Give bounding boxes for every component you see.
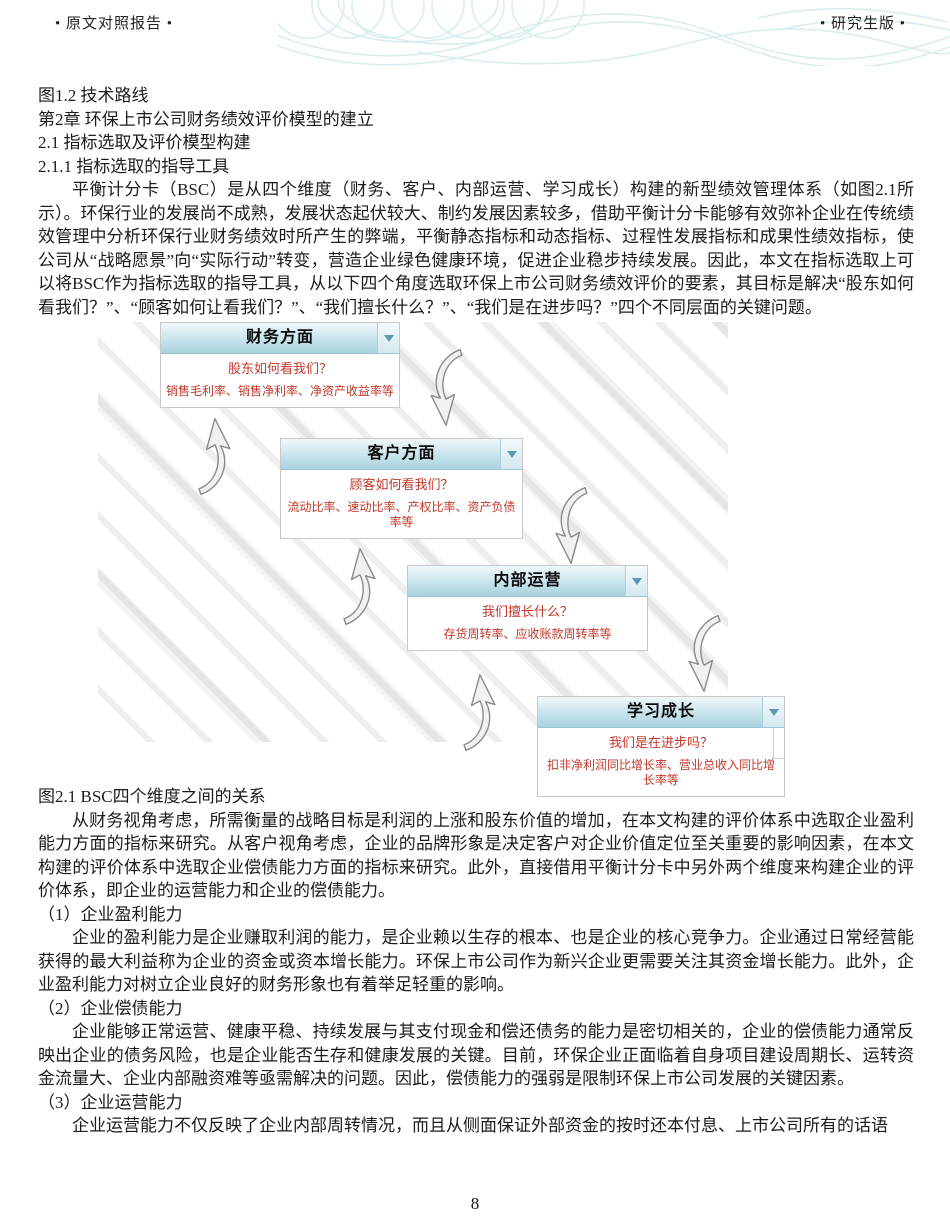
bsc-box-internal-header: 内部运营 xyxy=(408,566,647,597)
header-left-label: • 原文对照报告 • xyxy=(55,16,174,32)
bsc-box-internal-title: 内部运营 xyxy=(493,572,562,589)
item3-paragraph: 企业运营能力不仅反映了企业内部周转情况，而且从侧面保证外部资金的按时还本付息、上… xyxy=(72,1116,888,1135)
bsc-box-financial-title: 财务方面 xyxy=(245,329,314,346)
bsc-indicators: 销售毛利率、销售净利率、净资产收益率等 xyxy=(165,384,394,398)
bsc-box-learning-title: 学习成长 xyxy=(626,703,695,720)
bsc-box-learning-body: 我们是在进步吗？ 扣非净利润同比增长率、营业总收入同比增长率等 xyxy=(538,728,784,796)
section-heading: 2.1 指标选取及评价模型构建 xyxy=(38,133,251,152)
page-number: 8 xyxy=(470,1194,480,1213)
scrollbar-strip xyxy=(773,728,784,759)
dropdown-button xyxy=(377,323,399,353)
chevron-down-icon xyxy=(631,577,642,585)
item1-heading: （1）企业盈利能力 xyxy=(38,904,183,924)
page-footer: 8 xyxy=(0,1194,950,1214)
dropdown-button xyxy=(625,566,647,596)
intro-paragraph: 平衡计分卡（BSC）是从四个维度（财务、客户、内部运营、学习成长）构建的新型绩效… xyxy=(38,180,914,317)
bsc-question: 股东如何看我们？ xyxy=(227,361,332,376)
bsc-box-financial-body: 股东如何看我们？ 销售毛利率、销售净利率、净资产收益率等 xyxy=(161,354,399,407)
curved-arrow-up-icon xyxy=(343,548,376,626)
figure-2-1-caption: 图2.1 BSC四个维度之间的关系 xyxy=(38,787,266,806)
dropdown-button xyxy=(762,697,784,727)
bsc-box-financial-header: 财务方面 xyxy=(161,323,399,354)
curved-arrow-down-icon xyxy=(688,614,721,692)
curved-arrow-up-icon xyxy=(198,418,231,496)
bsc-dimensions-figure: 财务方面 股东如何看我们？ 销售毛利率、销售净利率、净资产收益率等 客户方面 顾… xyxy=(38,322,914,797)
bsc-box-financial: 财务方面 股东如何看我们？ 销售毛利率、销售净利率、净资产收益率等 xyxy=(160,322,400,408)
item3-heading: （3）企业运营能力 xyxy=(38,1092,183,1112)
dropdown-button xyxy=(500,439,522,469)
bsc-box-customer-header: 客户方面 xyxy=(281,439,522,470)
bsc-box-customer: 客户方面 顾客如何看我们？ 流动比率、速动比率、产权比率、资产负债率等 xyxy=(280,438,523,539)
chevron-down-icon xyxy=(768,708,779,716)
bsc-box-internal: 内部运营 我们擅长什么？ 存货周转率、应收账款周转率等 xyxy=(407,565,648,651)
bsc-box-customer-title: 客户方面 xyxy=(367,445,436,462)
bsc-box-learning-header: 学习成长 xyxy=(538,697,784,728)
item2-heading: （2）企业偿债能力 xyxy=(38,998,183,1018)
bsc-question: 我们是在进步吗？ xyxy=(608,735,713,750)
chapter-heading: 第2章 环保上市公司财务绩效评价模型的建立 xyxy=(38,109,374,129)
bsc-question: 顾客如何看我们？ xyxy=(349,477,454,492)
curved-arrow-down-icon xyxy=(555,486,588,564)
curved-arrow-down-icon xyxy=(430,348,463,426)
bsc-question: 我们擅长什么？ xyxy=(481,604,573,619)
document-content: 图1.2 技术路线 第2章 环保上市公司财务绩效评价模型的建立 2.1 指标选取… xyxy=(38,84,914,1138)
bsc-box-internal-body: 我们擅长什么？ 存货周转率、应收账款周转率等 xyxy=(408,597,647,650)
guilloche-decoration xyxy=(278,0,950,66)
chevron-down-icon xyxy=(383,334,394,342)
curved-arrow-up-icon xyxy=(463,674,496,752)
bsc-indicators: 存货周转率、应收账款周转率等 xyxy=(443,627,612,641)
bsc-indicators: 扣非净利润同比增长率、营业总收入同比增长率等 xyxy=(546,758,775,787)
bsc-indicators: 流动比率、速动比率、产权比率、资产负债率等 xyxy=(287,500,516,529)
header-right-label: • 研究生版 • xyxy=(819,16,906,32)
item2-paragraph: 企业能够正常运营、健康平稳、持续发展与其支付现金和偿还债务的能力是密切相关的，企… xyxy=(38,1022,914,1088)
subsection-heading: 2.1.1 指标选取的指导工具 xyxy=(38,156,230,176)
chevron-down-icon xyxy=(506,450,517,458)
figure-1-2-caption: 图1.2 技术路线 xyxy=(38,86,149,105)
item1-paragraph: 企业的盈利能力是企业赚取利润的能力，是企业赖以生存的根本、也是企业的核心竞争力。… xyxy=(38,928,914,994)
bsc-box-learning: 学习成长 我们是在进步吗？ 扣非净利润同比增长率、营业总收入同比增长率等 xyxy=(537,696,785,797)
page-header: • 原文对照报告 • • 研究生版 • xyxy=(55,12,906,33)
dimensions-paragraph: 从财务视角考虑，所需衡量的战略目标是利润的上涨和股东价值的增加，在本文构建的评价… xyxy=(38,810,914,901)
bsc-box-customer-body: 顾客如何看我们？ 流动比率、速动比率、产权比率、资产负债率等 xyxy=(281,470,522,538)
